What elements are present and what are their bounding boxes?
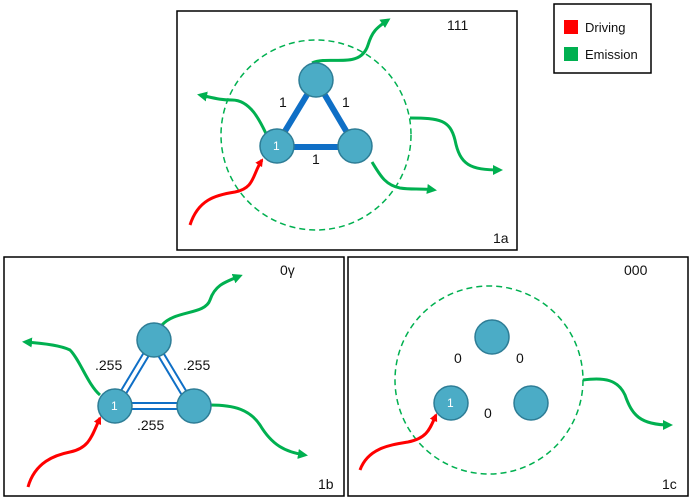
state-label: 111 xyxy=(447,17,468,33)
emission-wave-right xyxy=(582,377,673,430)
panel-corner-label: 1b xyxy=(318,476,334,492)
emission-wave-left xyxy=(197,91,270,139)
edge-label-right: 0 xyxy=(516,350,524,366)
atom-node-top xyxy=(136,322,172,358)
legend-label-emission: Emission xyxy=(585,47,638,62)
edge-label-bottom: .255 xyxy=(137,417,164,433)
panel-1c: 000 1c 0 0 0 1 xyxy=(347,256,689,497)
panel-1b: 0γ 1b .255 .255 .255 1 xyxy=(3,256,345,497)
atom-node-right xyxy=(337,128,373,164)
state-label: 000 xyxy=(624,262,648,278)
driven-node-label: 1 xyxy=(447,396,454,410)
dashed-collective-circle xyxy=(220,39,412,231)
edge-label-right: .255 xyxy=(183,357,210,373)
panel-corner-label: 1a xyxy=(493,230,509,246)
edge-label-right: 1 xyxy=(342,94,350,110)
emission-wave-top xyxy=(311,18,391,65)
atom-node-driven xyxy=(433,385,469,421)
atom-node-right xyxy=(513,385,549,421)
emission-wave-left xyxy=(22,337,102,397)
driving-wave xyxy=(188,158,264,226)
panel-1a: 111 1a 1 1 1 1 xyxy=(176,10,518,251)
panel-corner-label: 1c xyxy=(662,476,677,492)
driving-wave xyxy=(26,416,102,488)
driven-node-label: 1 xyxy=(111,399,118,413)
atom-node-driven xyxy=(97,388,133,424)
driven-node-label: 1 xyxy=(273,139,280,153)
atom-node-driven xyxy=(259,128,295,164)
legend: Driving Emission xyxy=(553,3,652,74)
edge-label-left: 1 xyxy=(279,94,287,110)
edge-label-left: 0 xyxy=(454,350,462,366)
atom-node-right xyxy=(176,388,212,424)
driving-wave xyxy=(358,413,438,471)
edge-label-left: .255 xyxy=(95,357,122,373)
state-label: 0γ xyxy=(280,262,295,278)
legend-swatch-driving xyxy=(564,20,578,34)
atom-node-top xyxy=(298,62,334,98)
panel-frame xyxy=(3,256,345,497)
edge-label-bottom: 0 xyxy=(484,405,492,421)
emission-wave-right xyxy=(409,116,503,175)
atom-node-top xyxy=(474,319,510,355)
legend-swatch-emission xyxy=(564,47,578,61)
edge-label-bottom: 1 xyxy=(312,151,320,167)
panel-frame xyxy=(347,256,689,497)
legend-label-driving: Driving xyxy=(585,20,625,35)
emission-wave-bottom-right xyxy=(370,161,437,194)
emission-wave-right xyxy=(209,403,308,459)
legend-frame xyxy=(553,3,652,74)
emission-wave-top xyxy=(160,273,243,327)
